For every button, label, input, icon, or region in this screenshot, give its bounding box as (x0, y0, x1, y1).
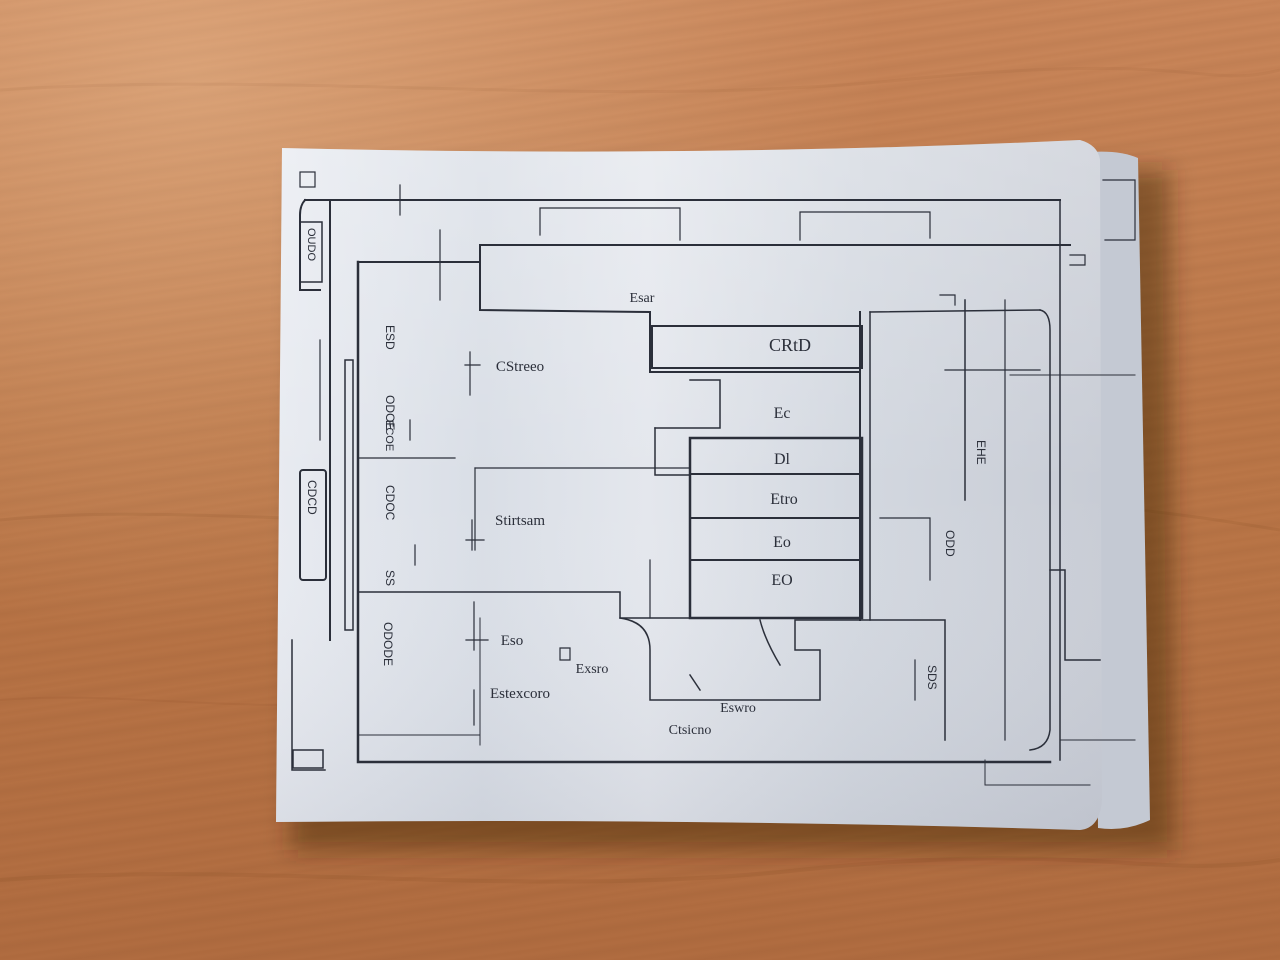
label-stack-2: Dl (774, 451, 791, 468)
side-label-left-2: ODOE (383, 395, 397, 430)
title-label: CRtD (769, 335, 811, 355)
main-outline (356, 260, 1052, 764)
back-sheet (1090, 151, 1150, 830)
label-esar: Esar (630, 291, 655, 306)
side-label-right-1: EHE (974, 440, 988, 465)
frame-label-left-top: OUDO (305, 228, 317, 261)
side-label-right-3: SDS (925, 665, 939, 690)
left-side-box (299, 469, 327, 581)
label-room-e: Exsro (576, 662, 609, 677)
frame-label-left: CDCD (305, 480, 319, 515)
label-room-b: Stirtsam (495, 513, 545, 529)
side-label-left-1: ESD (383, 325, 397, 350)
room-stack (688, 436, 864, 620)
label-room-d: Estexcoro (490, 686, 550, 702)
side-label-left-4: ECOE (383, 420, 395, 451)
title-box (651, 325, 863, 369)
label-stack-5: EO (771, 572, 792, 589)
label-stack-4: Eo (773, 534, 791, 551)
side-label-right-2: ODD (943, 530, 957, 557)
label-room-f: Ctsicno (669, 723, 712, 738)
label-stack-3: Etro (770, 491, 798, 508)
label-stack-1: Ec (774, 405, 791, 422)
side-label-left-3: CDOC (383, 485, 397, 521)
side-label-left-6: ODODE (381, 622, 395, 666)
label-room-g: Eswro (720, 701, 756, 716)
side-label-left-5: SS (383, 570, 397, 586)
label-room-c: Eso (501, 633, 524, 649)
label-room-a: CStreeo (496, 359, 544, 375)
